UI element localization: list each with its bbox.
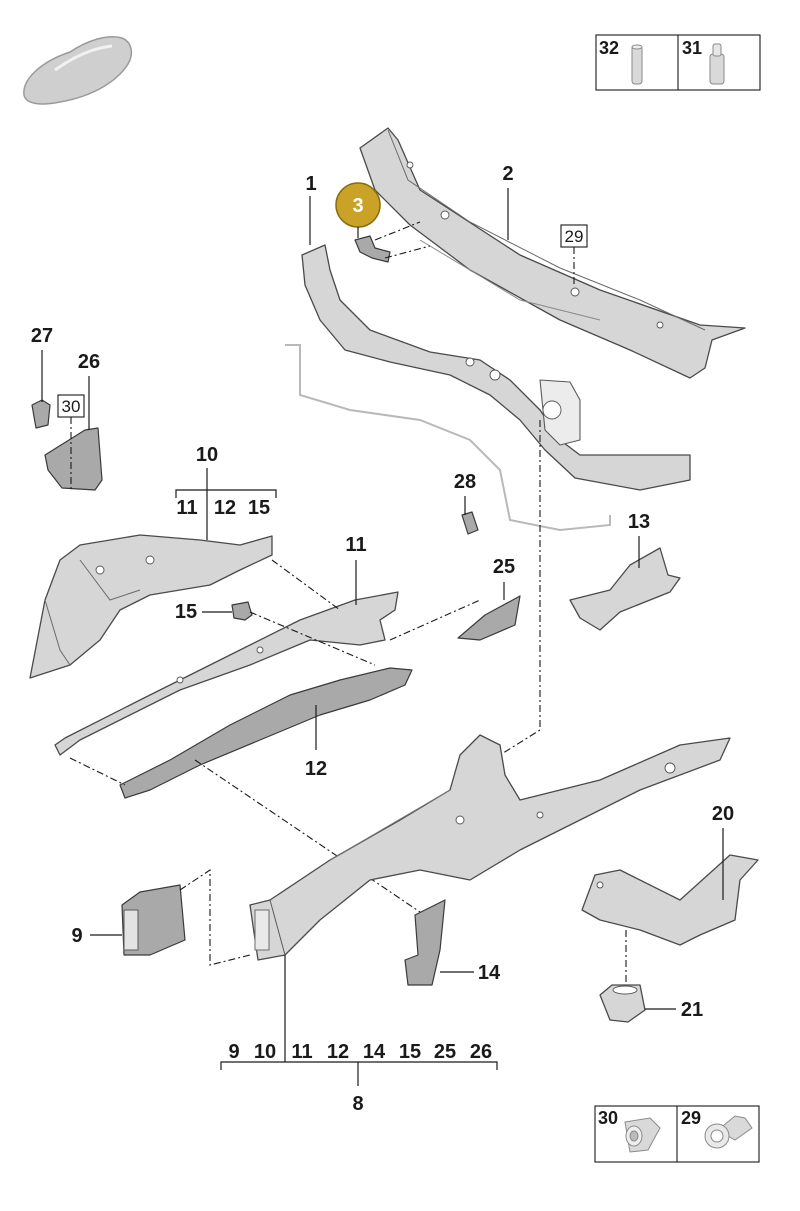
part-2-cowl-panel[interactable] <box>359 127 746 379</box>
car-silhouette-icon[interactable] <box>23 36 133 105</box>
legend-31-label: 31 <box>682 38 702 58</box>
part-11-rail[interactable] <box>54 591 399 756</box>
callout-30-box-left[interactable]: 30 <box>57 394 85 418</box>
label-20: 20 <box>712 803 734 825</box>
part-12-rail[interactable] <box>119 667 413 799</box>
label-2: 2 <box>502 163 513 185</box>
group8-label-7: 26 <box>470 1041 492 1063</box>
nut-30-icon <box>624 1117 661 1153</box>
label-15: 15 <box>175 601 197 623</box>
part-21-cup[interactable] <box>599 984 646 1023</box>
legend-32-label: 32 <box>599 38 619 58</box>
callout-3-highlight[interactable]: 3 <box>335 182 381 228</box>
legend-box-top: 32 31 <box>595 34 761 91</box>
label-13: 13 <box>628 511 650 533</box>
label-27: 27 <box>31 325 53 347</box>
group8-label-3: 12 <box>327 1041 349 1063</box>
label-11: 11 <box>345 534 366 556</box>
label-21: 21 <box>681 999 703 1021</box>
legend-29-label: 29 <box>681 1108 701 1128</box>
callout-29-box-top[interactable]: 29 <box>560 224 588 248</box>
part-15-bracket[interactable] <box>231 601 253 621</box>
label-28: 28 <box>454 471 476 493</box>
part-9-crash-box[interactable] <box>121 884 186 956</box>
label-29-top: 29 <box>565 227 584 246</box>
group8-label-0: 9 <box>228 1041 239 1063</box>
legend-30-label: 30 <box>598 1108 618 1128</box>
group8-label-5: 15 <box>399 1041 421 1063</box>
label-1: 1 <box>305 173 316 195</box>
label-26: 26 <box>78 351 100 373</box>
legend-box-bottom: 30 29 <box>594 1105 760 1163</box>
label-9: 9 <box>71 925 82 947</box>
group10-label-11: 11 <box>176 497 197 519</box>
pin-32-icon <box>631 44 643 85</box>
group10-label-12: 12 <box>214 497 236 519</box>
part-27-clip[interactable] <box>31 399 51 429</box>
group8-label-1: 10 <box>254 1041 276 1063</box>
part-25-bracket[interactable] <box>457 595 521 641</box>
label-14: 14 <box>478 962 501 984</box>
part-28-clip[interactable] <box>461 511 479 535</box>
part-13-panel[interactable] <box>569 547 681 631</box>
label-3: 3 <box>352 195 363 217</box>
clip-29-icon <box>704 1115 753 1149</box>
group8-label-4: 14 <box>363 1041 386 1063</box>
label-12: 12 <box>305 758 327 780</box>
part-10-wheelhouse[interactable] <box>29 534 273 679</box>
part-26-bracket[interactable] <box>44 427 103 491</box>
part-14-bracket[interactable] <box>404 899 446 986</box>
pin-31-icon <box>709 43 725 85</box>
label-10: 10 <box>196 444 218 466</box>
part-20-support[interactable] <box>581 854 759 946</box>
group8-label-2: 11 <box>291 1041 312 1063</box>
part-8-longitudinal[interactable] <box>249 734 731 961</box>
label-25: 25 <box>493 556 515 578</box>
part-1-cross-member[interactable] <box>301 244 691 491</box>
group10-label-15: 15 <box>248 497 270 519</box>
group8-labels: 9 10 11 12 14 15 25 26 <box>228 1041 492 1063</box>
part-3-bracket[interactable] <box>354 235 391 263</box>
group8-label-6: 25 <box>434 1041 456 1063</box>
label-30-left: 30 <box>62 397 81 416</box>
label-8: 8 <box>352 1093 363 1115</box>
